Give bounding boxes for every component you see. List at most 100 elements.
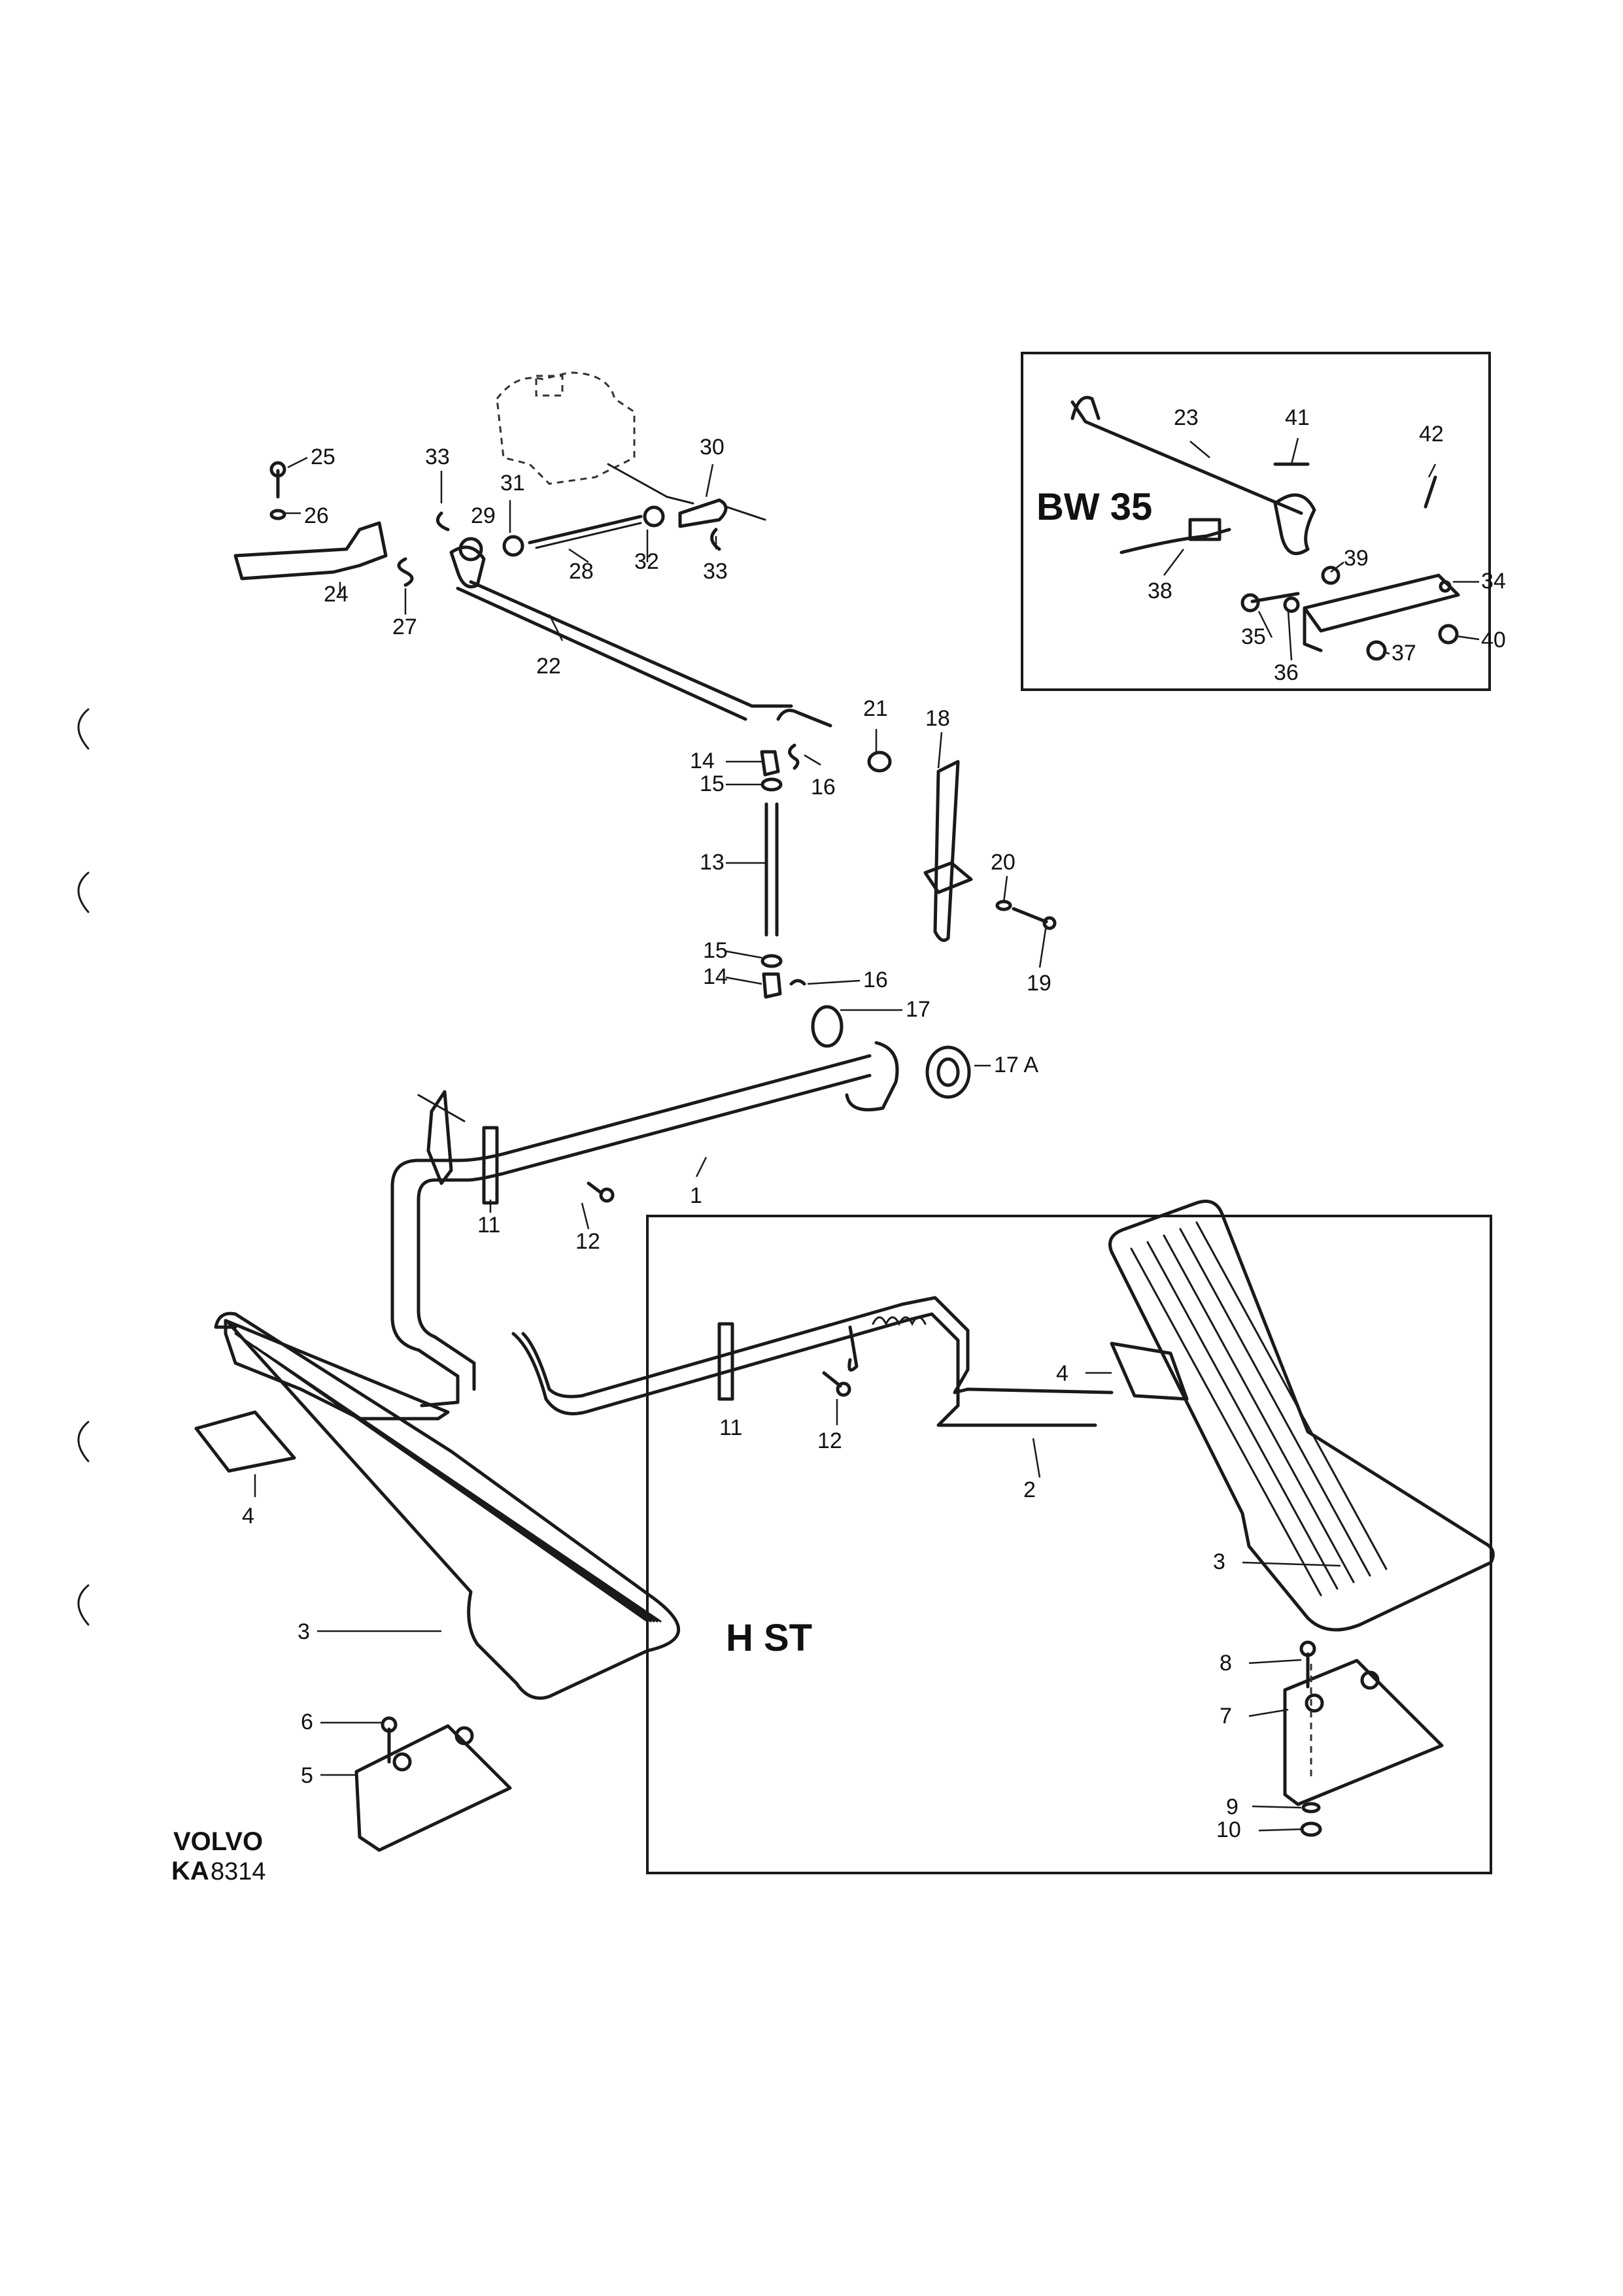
- part-16-clip-top: [788, 743, 800, 770]
- callout-35: 35: [1241, 624, 1266, 649]
- part-38-cable: [1119, 528, 1231, 554]
- part-17a-grommet: [925, 1045, 971, 1099]
- callout-27: 27: [392, 615, 417, 639]
- callout-21: 21: [863, 696, 888, 721]
- inset-hst-title: H ST: [726, 1617, 812, 1659]
- callout-16b: 16: [863, 968, 888, 992]
- callout-14a: 14: [690, 749, 715, 773]
- callout-18: 18: [925, 706, 950, 731]
- callout-38: 38: [1148, 579, 1172, 603]
- part-34-bracket: [1303, 573, 1460, 633]
- part-37-nut: [1366, 640, 1387, 661]
- callout-12b: 12: [817, 1428, 842, 1453]
- part-29-ball-joint: [458, 537, 483, 562]
- callout-11b: 11: [719, 1415, 742, 1440]
- part-9-washer: [1301, 1802, 1321, 1814]
- part-5-bracket: [354, 1724, 512, 1852]
- part-33-clip-left: [436, 511, 450, 532]
- part-4-pad: [194, 1410, 296, 1473]
- part-2-shaft: [511, 1312, 1097, 1427]
- callout-4a: 4: [242, 1504, 254, 1528]
- binder-hole-marks: [77, 708, 90, 1626]
- middle-linkage: 14 15 13 15 14 16 21 18 20 19 16 17 17 A: [690, 696, 1057, 1099]
- part-30-ball-joint: [678, 498, 728, 528]
- code-prefix: KA: [171, 1857, 209, 1885]
- callout-36: 36: [1274, 660, 1299, 685]
- part-7-bracket: [1283, 1659, 1444, 1806]
- part-18-bracket: [933, 760, 960, 942]
- part-22-rod: [469, 580, 793, 708]
- carburettor-outline: [496, 371, 636, 485]
- callout-32: 32: [634, 549, 659, 574]
- callout-42: 42: [1419, 422, 1444, 447]
- part-28-rod: [528, 515, 643, 545]
- part-33-clip-right: [710, 528, 721, 551]
- part-20-washer: [995, 900, 1012, 911]
- part-16-clip-bottom: [789, 979, 806, 986]
- inset-bw35-frame: [1021, 352, 1491, 691]
- inset-bw35-title: BW 35: [1036, 486, 1152, 528]
- callout-37: 37: [1392, 641, 1416, 666]
- callout-11a: 11: [477, 1213, 500, 1238]
- callout-13: 13: [700, 850, 725, 875]
- callout-31: 31: [500, 471, 525, 496]
- part-15-nut-bottom: [760, 954, 783, 968]
- part-3-pedal-hst: [1108, 1200, 1495, 1632]
- part-24-bracket: [233, 521, 388, 581]
- part-12-screw-hst: [822, 1371, 842, 1388]
- part-19-bolt: [1012, 907, 1048, 924]
- part-4-pad-hst: [1110, 1342, 1189, 1401]
- callout-33a: 33: [425, 445, 450, 469]
- brand-label: VOLVO: [173, 1827, 263, 1856]
- part-17-grommet: [811, 1005, 844, 1048]
- callout-6: 6: [301, 1710, 313, 1734]
- callout-28: 28: [569, 559, 594, 584]
- callout-19: 19: [1027, 971, 1051, 996]
- part-39-washer: [1321, 566, 1341, 585]
- part-31-nut: [502, 535, 524, 557]
- part-23-end: [1070, 396, 1101, 420]
- part-15-nut-top: [760, 777, 783, 792]
- callout-29: 29: [471, 503, 496, 528]
- callout-4b: 4: [1056, 1361, 1068, 1386]
- inset-hst-frame: [646, 1215, 1492, 1874]
- callout-22: 22: [536, 654, 561, 679]
- part-36-washer: [1283, 596, 1300, 613]
- upper-linkage: 25 26 24 27 33 29 31 28 32 30 33 22: [233, 371, 793, 721]
- callout-17a: 17 A: [994, 1053, 1038, 1077]
- callout-26: 26: [304, 503, 329, 528]
- callout-5: 5: [301, 1763, 313, 1788]
- part-lever-upper: [449, 545, 486, 588]
- part-lever: [1273, 493, 1316, 556]
- callout-1: 1: [690, 1183, 702, 1208]
- callout-14b: 14: [703, 964, 728, 989]
- part-40-nut: [1438, 624, 1459, 645]
- part-21-bushing: [867, 751, 892, 773]
- pedal-hanger: [426, 1090, 453, 1185]
- part-10-nut: [1300, 1821, 1322, 1837]
- part-14-socket-top: [760, 750, 780, 777]
- callout-30: 30: [700, 435, 725, 460]
- callout-8: 8: [1220, 1651, 1232, 1676]
- callout-2: 2: [1023, 1477, 1036, 1502]
- part-26-washer: [269, 509, 286, 520]
- inset-hst: H ST 11: [511, 1200, 1495, 1874]
- code-number: 8314: [211, 1858, 266, 1885]
- callout-40: 40: [1481, 628, 1506, 652]
- callout-39: 39: [1344, 546, 1369, 571]
- inset-bw35: BW 35 23 41: [1021, 352, 1506, 691]
- part-11-clamp: [482, 1126, 499, 1205]
- part-11-clamp-hst: [717, 1322, 734, 1401]
- part-1-shaft: [390, 1054, 872, 1408]
- callout-23: 23: [1174, 405, 1199, 430]
- callout-15b: 15: [703, 938, 728, 963]
- callout-10: 10: [1216, 1817, 1241, 1842]
- callout-33b: 33: [703, 559, 728, 584]
- part-3-pedal: [214, 1311, 681, 1700]
- part-32-nut: [643, 505, 665, 528]
- part-35-bolt: [1250, 592, 1300, 603]
- callout-24: 24: [324, 582, 349, 607]
- part-12-screw: [587, 1181, 604, 1195]
- part-14-socket-bottom: [762, 972, 782, 999]
